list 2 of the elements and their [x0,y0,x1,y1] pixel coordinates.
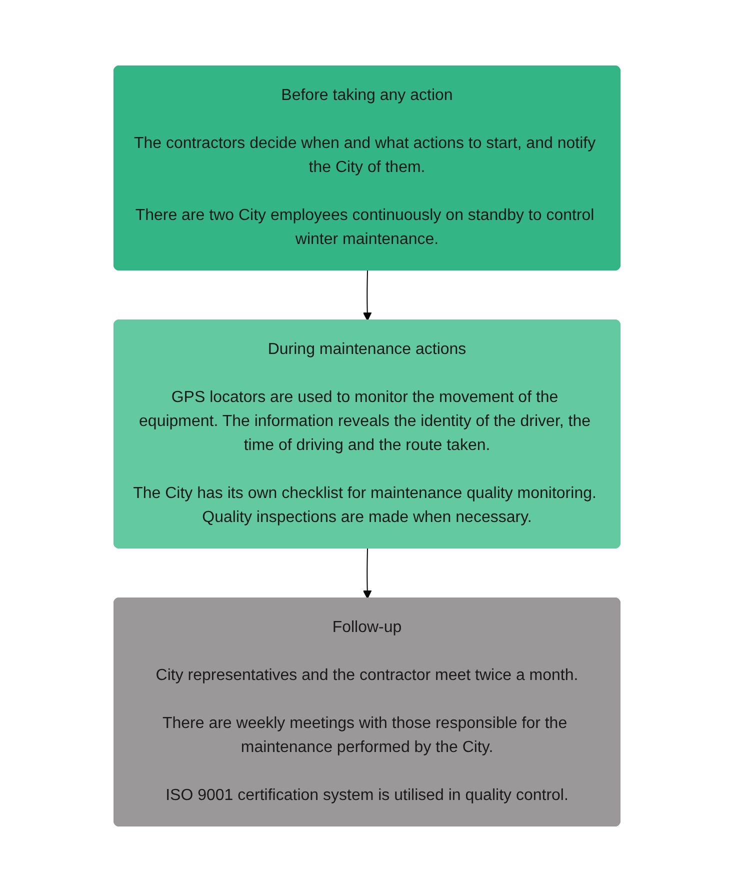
arrow [362,548,372,598]
arrow [362,270,372,320]
